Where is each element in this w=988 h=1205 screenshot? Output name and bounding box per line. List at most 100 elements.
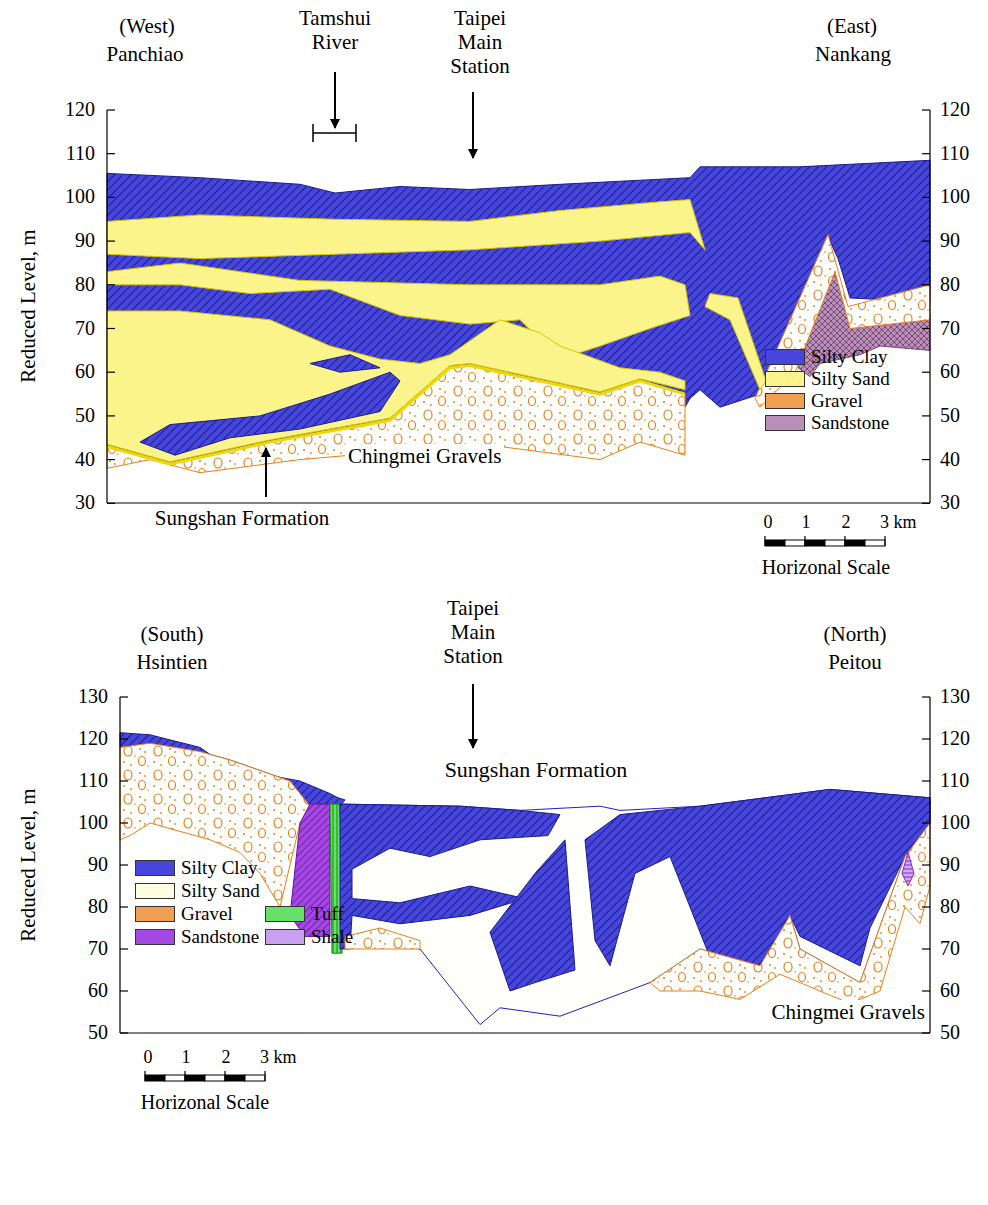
diagram-label: 60 xyxy=(75,360,95,383)
axis-tick xyxy=(120,990,128,991)
axis-tick xyxy=(922,372,930,373)
scale-tick xyxy=(264,1071,265,1081)
axis-tick xyxy=(120,906,128,907)
axis-tick xyxy=(120,738,128,739)
diagram-label: 0 xyxy=(764,512,773,533)
pointer-arrow xyxy=(472,92,474,158)
axis-tick xyxy=(922,696,930,697)
diagram-label: 80 xyxy=(88,895,108,918)
diagram-label: 50 xyxy=(940,404,960,427)
diagram-label: Nankang xyxy=(815,42,891,66)
diagram-label: Panchiao xyxy=(107,42,184,66)
scale-tick xyxy=(884,536,885,546)
legend-swatch xyxy=(265,906,305,922)
scale-tick xyxy=(844,536,845,546)
axis-tick xyxy=(107,372,115,373)
diagram-label: Taipei Main Station xyxy=(428,596,518,668)
scale-bar-segment xyxy=(165,1075,185,1081)
diagram-label: 120 xyxy=(78,727,108,750)
diagram-label: 30 xyxy=(940,491,960,514)
diagram-label: Chingmei Gravels xyxy=(769,1000,928,1024)
legend-swatch xyxy=(765,349,805,365)
axis-tick xyxy=(107,241,115,242)
diagram-label: 80 xyxy=(940,895,960,918)
diagram-label: Taipei Main Station xyxy=(435,6,525,78)
diagram-label: (South) xyxy=(141,622,204,646)
diagram-label: 130 xyxy=(940,685,970,708)
diagram-label: 70 xyxy=(75,317,95,340)
axis-tick xyxy=(922,415,930,416)
diagram-label: 70 xyxy=(940,317,960,340)
silty-sand-unit xyxy=(340,789,930,1024)
gravel-unit xyxy=(755,235,930,408)
diagram-label: 90 xyxy=(940,229,960,252)
axis-tick xyxy=(120,822,128,823)
legend-text: Gravel xyxy=(181,903,233,925)
diagram-label: 60 xyxy=(940,979,960,1002)
axis-tick xyxy=(922,197,930,198)
diagram-label: (West) xyxy=(119,14,174,38)
diagram-label: 110 xyxy=(79,769,108,792)
axis-tick xyxy=(107,503,115,504)
silty-sand-lens xyxy=(705,294,766,390)
axis-tick xyxy=(922,948,930,949)
legend-text: Silty Sand xyxy=(181,880,260,902)
diagram-label: 110 xyxy=(940,142,969,165)
diagram-label: 90 xyxy=(75,229,95,252)
diagram-label: 50 xyxy=(940,1021,960,1044)
legend-swatch xyxy=(765,393,805,409)
axis-tick xyxy=(922,153,930,154)
diagram-label: 90 xyxy=(88,853,108,876)
scale-bar-segment xyxy=(765,540,785,546)
shale-unit xyxy=(902,852,914,886)
diagram-label: Chingmei Gravels xyxy=(345,444,504,468)
axis-tick xyxy=(107,415,115,416)
diagram-label: 100 xyxy=(940,185,970,208)
diagram-label: 40 xyxy=(75,448,95,471)
diagram-label: Horizonal Scale xyxy=(141,1091,269,1114)
diagram-label: (North) xyxy=(824,622,887,646)
axis-tick xyxy=(120,864,128,865)
diagram-label: Sungshan Formation xyxy=(442,757,631,782)
scale-bar-segment xyxy=(865,540,885,546)
gravel-lens xyxy=(345,928,420,949)
diagram-label: 120 xyxy=(940,727,970,750)
diagram-label: Peitou xyxy=(828,650,882,674)
diagram-label: 100 xyxy=(940,811,970,834)
legend-text: Shale xyxy=(311,926,353,948)
scale-bar-segment xyxy=(185,1075,205,1081)
diagram-label: 100 xyxy=(65,185,95,208)
axis-tick xyxy=(120,1032,128,1033)
diagram-label: 50 xyxy=(75,404,95,427)
legend-text: Sandstone xyxy=(181,926,259,948)
diagram-label: 30 xyxy=(75,491,95,514)
axis-tick xyxy=(922,864,930,865)
diagram-label: 70 xyxy=(940,937,960,960)
diagram-label: 110 xyxy=(940,769,969,792)
axis-tick xyxy=(922,738,930,739)
scale-bar-segment xyxy=(845,540,865,546)
diagram-label: 130 xyxy=(78,685,108,708)
diagram-label: 0 xyxy=(144,1047,153,1068)
axis-tick xyxy=(107,109,115,110)
diagram-label: 120 xyxy=(940,98,970,121)
legend-text: Silty Clay xyxy=(811,346,888,368)
silty-sand-lens xyxy=(107,200,705,259)
legend-swatch xyxy=(135,929,175,945)
scale-bar-segment xyxy=(785,540,805,546)
diagram-label: 40 xyxy=(940,448,960,471)
diagram-label: 60 xyxy=(88,979,108,1002)
legend-text: Silty Sand xyxy=(811,368,890,390)
scale-bar-segment xyxy=(205,1075,225,1081)
legend-swatch xyxy=(135,860,175,876)
axis-tick xyxy=(107,284,115,285)
legend-swatch xyxy=(765,415,805,431)
diagram-label: 80 xyxy=(75,273,95,296)
diagram-label: Tamshui River xyxy=(287,6,383,54)
diagram-label: Sungshan Formation xyxy=(155,506,329,530)
diagram-label: 3 km xyxy=(880,512,917,533)
scale-bar-segment xyxy=(805,540,825,546)
diagram-label: 120 xyxy=(65,98,95,121)
axis-tick xyxy=(922,241,930,242)
silty-sand-lens xyxy=(107,311,685,462)
